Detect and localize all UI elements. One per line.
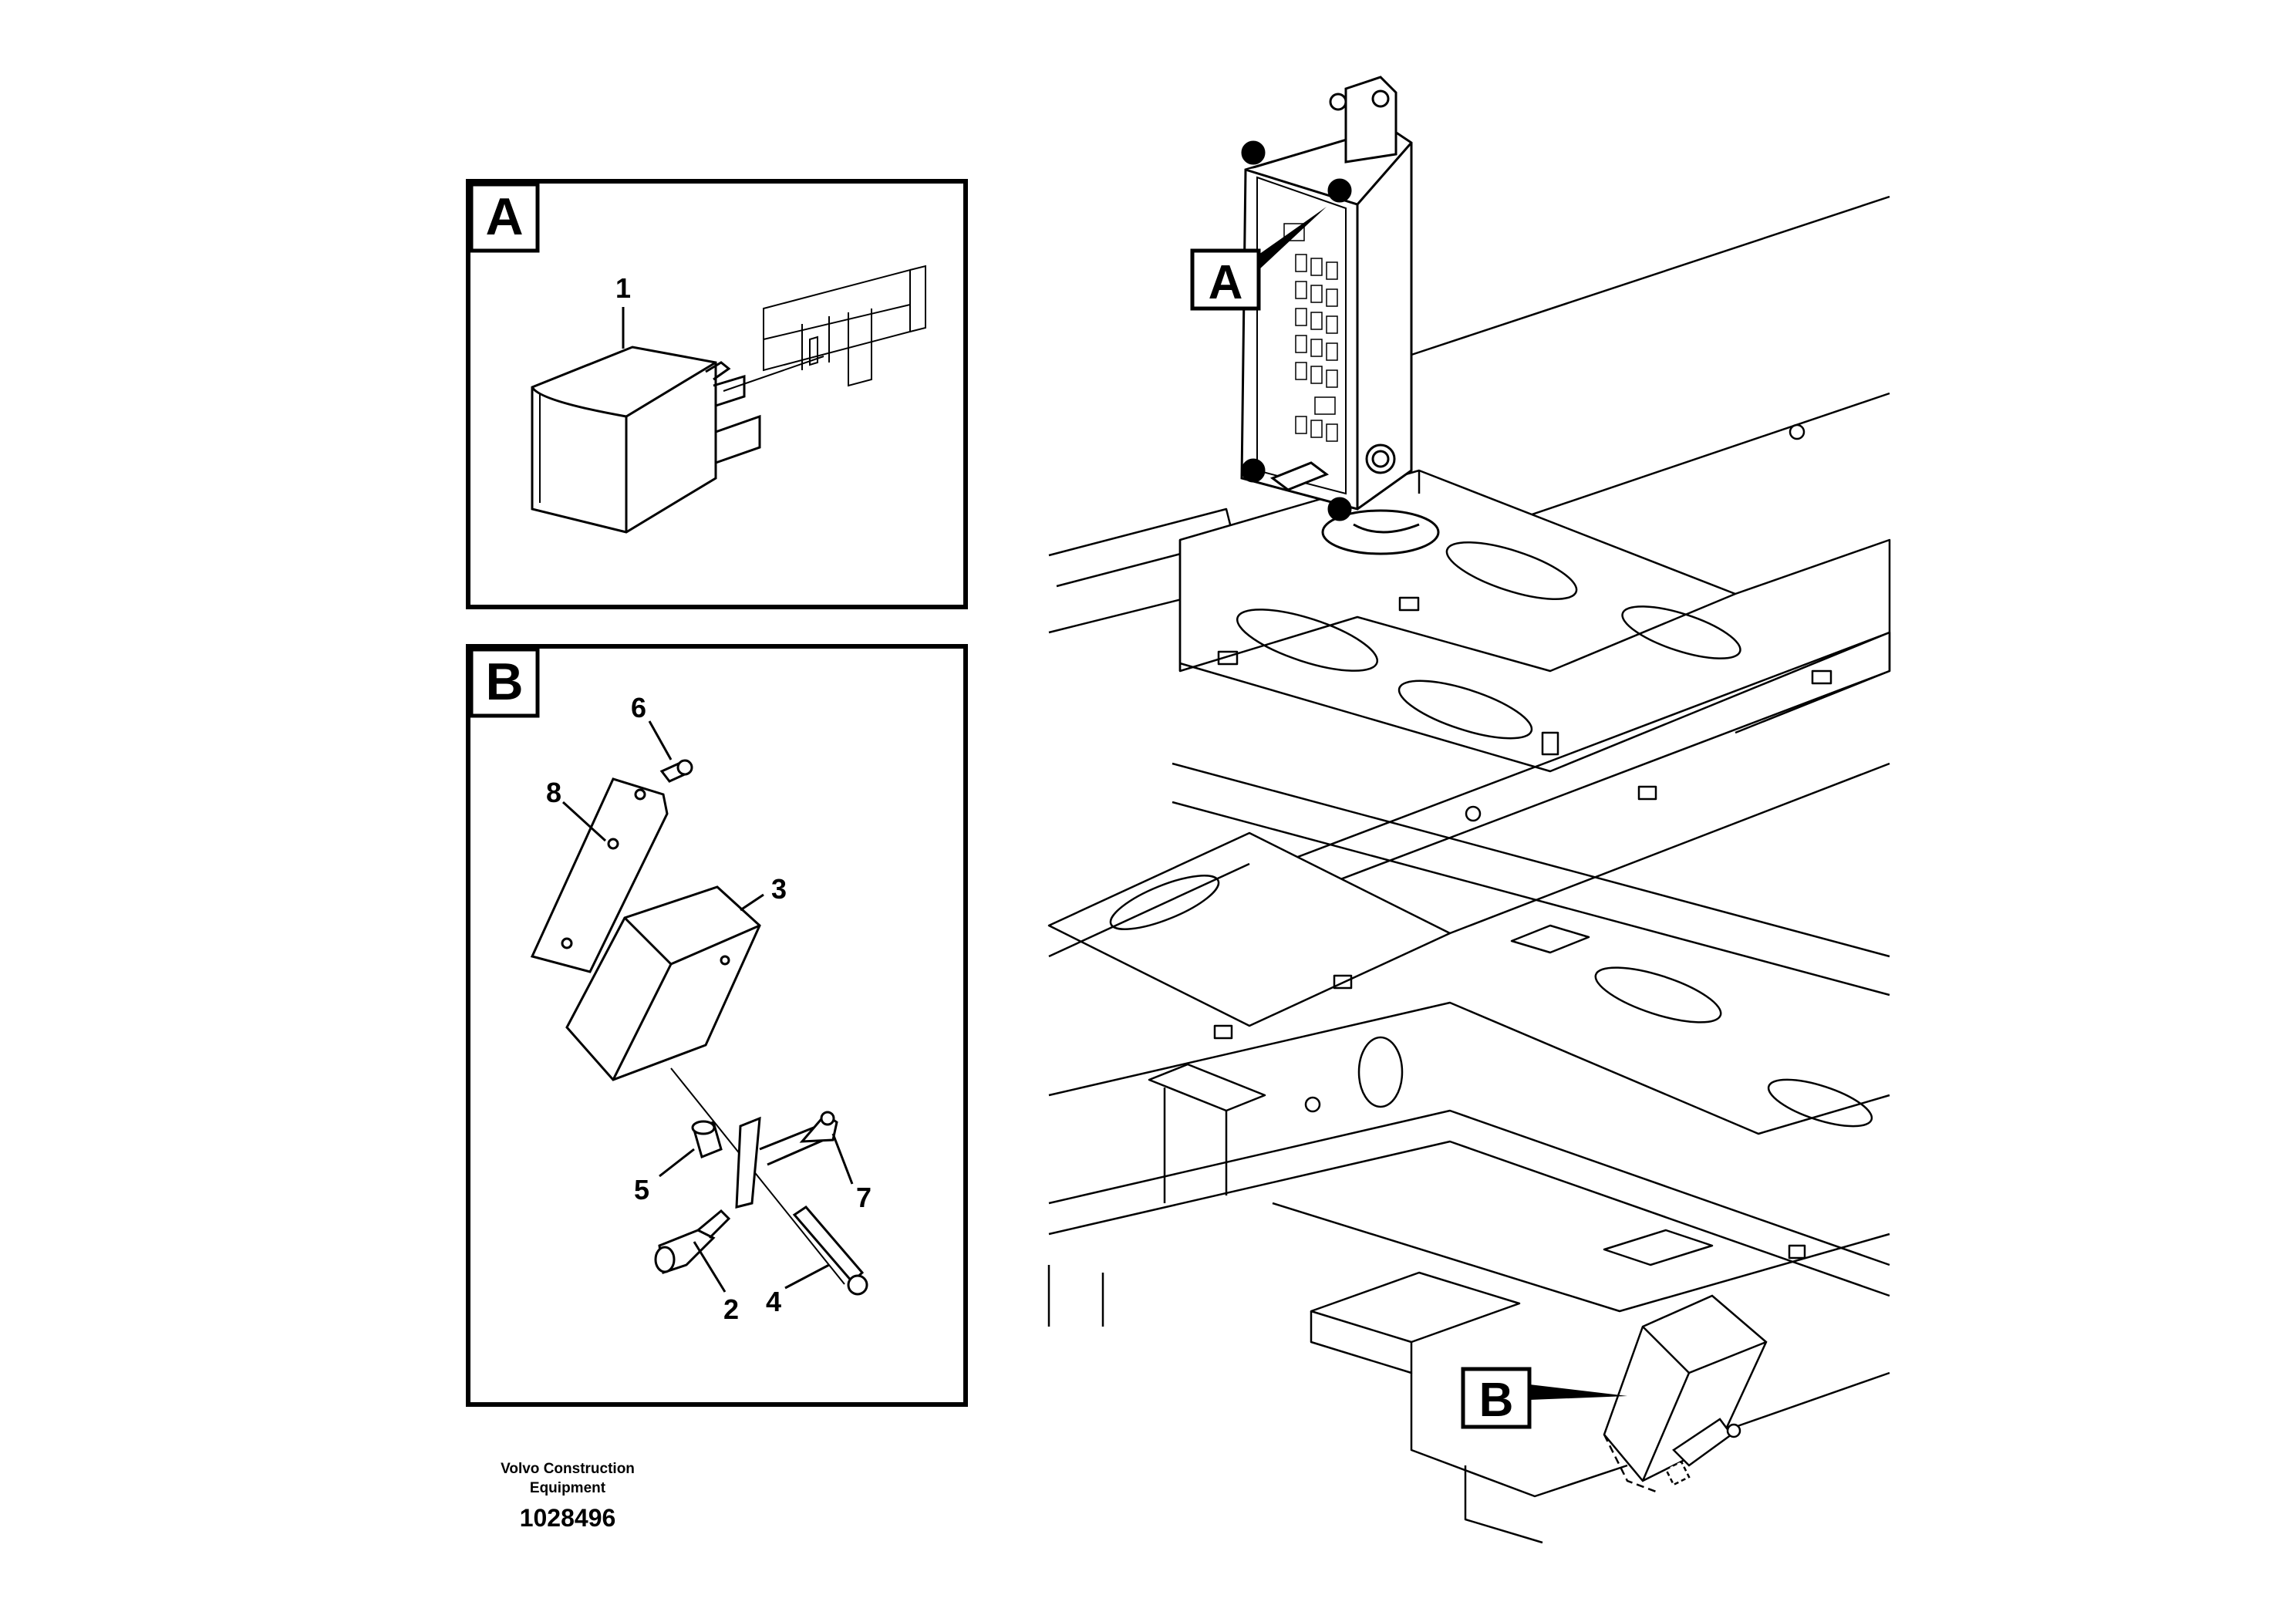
callout-a: A: [1190, 207, 1327, 311]
callout-a-label: A: [1209, 256, 1243, 309]
item-6-number: 6: [631, 692, 646, 723]
fuse-grid: [1283, 223, 1338, 442]
control-unit-assembly: [530, 759, 868, 1296]
machine-frame-view: [1047, 195, 1891, 1544]
item-5-leader: [659, 1148, 695, 1178]
detail-a-panel: A 1: [466, 179, 968, 609]
detail-a-label-box: [469, 182, 540, 253]
item-5-number: 5: [634, 1174, 649, 1206]
relay-part: [531, 265, 926, 534]
detail-b-label: B: [485, 653, 523, 711]
detail-a-label: A: [485, 187, 523, 246]
detail-b-label-box: [469, 647, 540, 718]
detail-b-frame: [466, 644, 968, 1407]
item-7-leader: [831, 1133, 854, 1185]
company-name: Volvo Construction Equipment: [432, 1459, 703, 1498]
callout-a-box: [1190, 248, 1261, 311]
detail-b-panel: B: [466, 644, 968, 1407]
item-1-number: 1: [615, 272, 631, 304]
callout-a-pointer: [1259, 207, 1327, 270]
item-6-leader: [648, 720, 673, 760]
item-8-number: 8: [546, 777, 561, 808]
item-7-number: 7: [856, 1182, 872, 1213]
control-unit-b: [1603, 1294, 1768, 1494]
item-8-leader: [561, 801, 607, 842]
item-4-number: 4: [766, 1286, 781, 1317]
callout-b-label: B: [1479, 1374, 1514, 1427]
item-3-number: 3: [771, 873, 787, 905]
callout-b: B: [1461, 1367, 1627, 1429]
detail-a-frame: [466, 179, 968, 609]
company-line-2: Equipment: [529, 1480, 606, 1496]
item-2-number: 2: [723, 1293, 739, 1325]
callout-b-box: [1461, 1367, 1532, 1429]
item-4-leader: [784, 1263, 830, 1290]
item-3-leader: [740, 893, 764, 912]
item-2-leader: [693, 1241, 727, 1293]
company-line-1: Volvo Construction: [501, 1461, 635, 1477]
document-number: 1028496: [519, 1504, 616, 1532]
callout-b-pointer: [1529, 1384, 1627, 1400]
